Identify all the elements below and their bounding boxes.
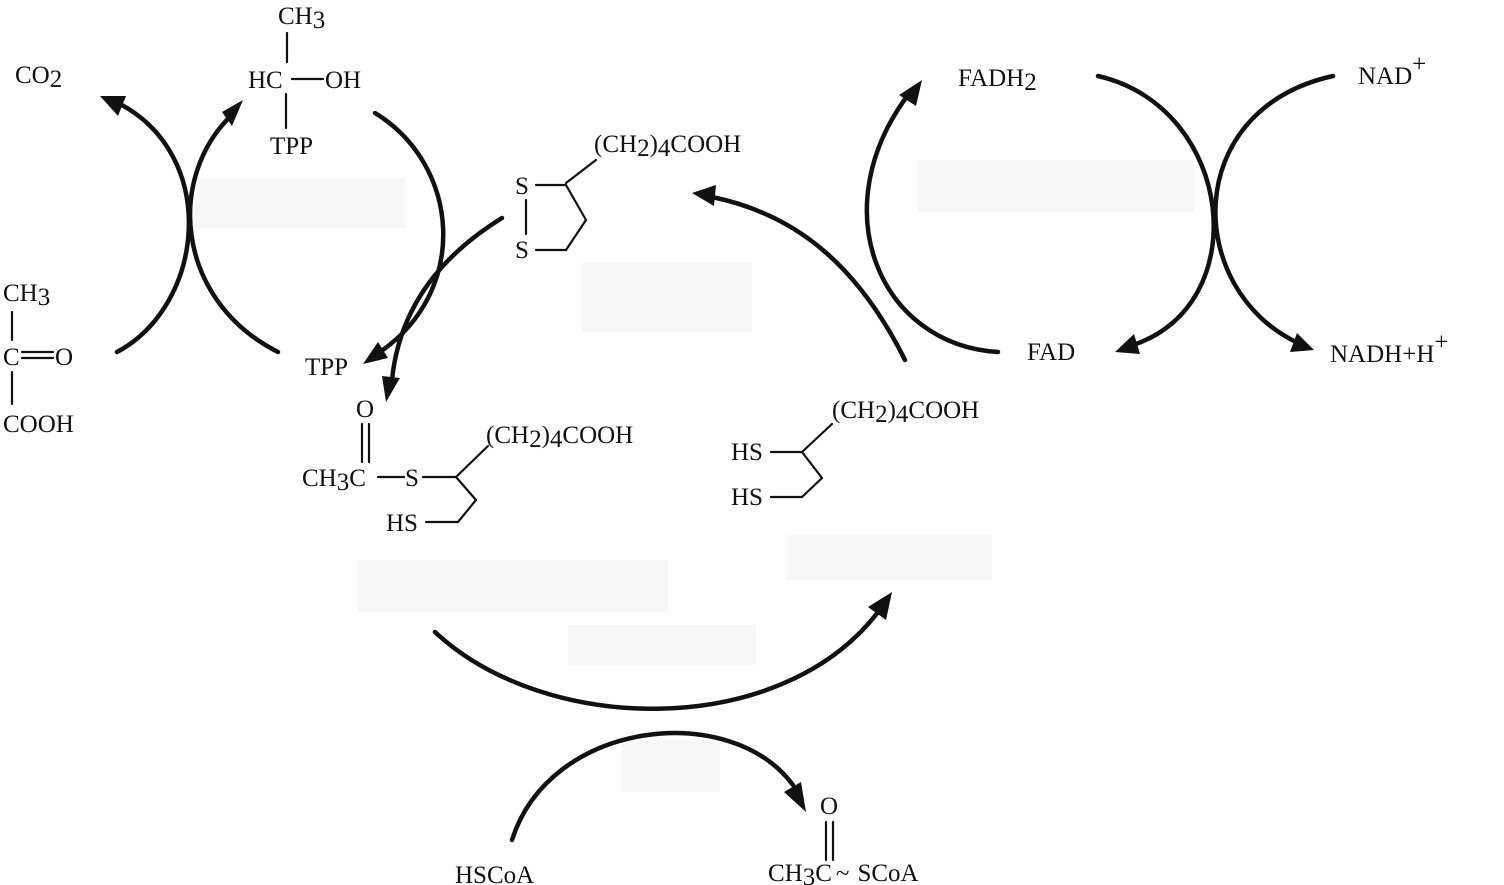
- acetyl-lip-s-label: S: [405, 465, 419, 492]
- arrow-acetyl-lipoamide-to-dihydrolipoamide: [432, 609, 881, 711]
- pyruvate-ch3-label: CH3: [3, 280, 50, 311]
- arrowhead-acetylcoa: [784, 782, 806, 812]
- arrowhead-tpp: [363, 342, 388, 364]
- lipoamide-ox-s1-label: S: [515, 173, 529, 200]
- masked-box-e1: [195, 178, 405, 228]
- nad-plus-label: NAD+: [1358, 51, 1426, 90]
- masked-box-e2-left: [358, 560, 668, 612]
- bond-dihydro-chain: [800, 422, 834, 454]
- masked-box-center: [582, 262, 752, 332]
- arrow-nad-to-nadh: [1213, 73, 1336, 346]
- dihydrolip-hs2-label: HS: [731, 484, 763, 511]
- arrowhead-lipoamide: [692, 185, 716, 206]
- masked-label-regions: [195, 160, 1194, 792]
- arrowhead-acetyl-lipoamide: [382, 376, 400, 402]
- acetyl-lip-o-label: O: [356, 396, 374, 423]
- masked-box-e3: [918, 160, 1194, 212]
- arrow-hydroxyethyl-tpp-to-tpp: [372, 110, 446, 355]
- hydroxyethyl-tpp-structure: CH3 HC OH TPP: [248, 3, 361, 160]
- lipoamide-oxidized-structure: (CH2)4COOH S S: [515, 131, 741, 264]
- tpp-label: TPP: [305, 354, 348, 381]
- arrowhead-dihydrolipoamide: [868, 592, 892, 620]
- acetylcoa-o-label: O: [820, 793, 838, 820]
- hydroxyethyl-tpp-label: TPP: [270, 133, 313, 160]
- bond-acetyl-ring-2: [456, 498, 478, 524]
- bond-acetyl-chain: [454, 444, 490, 479]
- acetylcoa-structure: O CH3C~SCoA: [768, 793, 919, 885]
- acetyl-lip-chain-label: (CH2)4COOH: [486, 422, 633, 453]
- bond-dihydro-ring-1: [800, 450, 824, 480]
- bond-acetyl-ring-1: [454, 475, 478, 502]
- arrow-lipoamide-to-acetyl-lipoamide: [389, 215, 505, 383]
- arrowhead-co2: [100, 96, 126, 116]
- nadh-label: NADH+H+: [1330, 329, 1448, 368]
- arrow-fadh2-to-fad: [1095, 73, 1216, 348]
- hydroxyethyl-hc-label: HC: [248, 67, 283, 94]
- hydroxyethyl-oh-label: OH: [325, 67, 361, 94]
- arrowhead-nadh: [1290, 333, 1314, 352]
- acetyl-lip-hs-label: HS: [386, 510, 418, 537]
- bond-dihydro-ring-2: [800, 476, 824, 499]
- bond-lip-ox-ring-2: [564, 218, 588, 252]
- masked-box-bottom-mid: [568, 625, 756, 665]
- co2-label: CO2: [15, 62, 62, 93]
- hscoa-label: HSCoA: [455, 862, 534, 885]
- masked-box-e2-right: [787, 535, 992, 580]
- hydroxyethyl-ch3-label: CH3: [278, 3, 325, 34]
- arrow-dihydrolipoamide-to-lipoamide: [709, 194, 908, 363]
- arrow-fad-to-fadh2: [864, 92, 1001, 355]
- dihydrolipoamide-structure: (CH2)4COOH HS HS: [731, 397, 979, 511]
- pyruvate-c-label: C: [3, 344, 20, 371]
- dihydrolip-hs1-label: HS: [731, 439, 763, 466]
- fad-label: FAD: [1027, 339, 1075, 366]
- arrowhead-hydroxyethyl-tpp: [222, 100, 243, 126]
- lipoamide-ox-chain-label: (CH2)4COOH: [594, 131, 741, 162]
- arrow-tpp-to-hydroxyethyl-tpp: [187, 109, 281, 355]
- acetylcoa-label: CH3C~SCoA: [768, 860, 919, 885]
- acetyl-dihydrolipoamide-structure: O CH3C S (CH2)4COOH HS: [302, 396, 633, 537]
- fadh2-label: FADH2: [958, 65, 1037, 96]
- lipoamide-ox-s2-label: S: [515, 237, 529, 264]
- masked-box-bottom: [622, 740, 720, 792]
- arrowhead-fadh2: [899, 80, 922, 106]
- dihydrolip-chain-label: (CH2)4COOH: [832, 397, 979, 428]
- arrow-hscoa-to-acetylcoa: [509, 730, 796, 843]
- arrowhead-fad: [1115, 334, 1140, 354]
- reaction-arrows: [100, 73, 1336, 843]
- arrow-pyruvate-to-co2: [114, 100, 191, 355]
- bond-lip-ox-chain: [564, 158, 598, 185]
- pyruvate-cooh-label: COOH: [3, 411, 74, 438]
- pyruvate-o-label: O: [55, 344, 73, 371]
- bond-lip-ox-ring-1: [564, 183, 588, 222]
- acetyl-lip-ch3c-label: CH3C: [302, 465, 366, 496]
- pyruvate-structure: CH3 C O COOH: [3, 280, 74, 438]
